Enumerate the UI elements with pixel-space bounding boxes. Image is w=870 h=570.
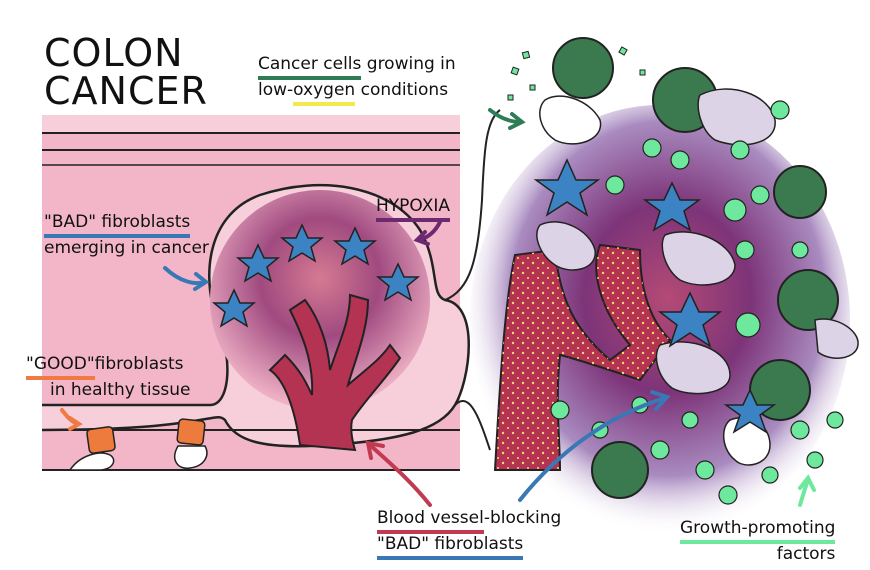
- growth-factor-icon: [770, 100, 790, 120]
- hypoxia-zone: [210, 190, 430, 410]
- star-icon: [642, 181, 702, 232]
- star-icon: [375, 262, 421, 302]
- arrow-icon: [518, 396, 667, 502]
- label-bad-term: "BAD" fibroblasts: [44, 212, 191, 238]
- label-growth-factors: Growth-promoting factors: [680, 518, 836, 565]
- growth-factor-icon: [826, 411, 844, 429]
- cancer-cell-icon: [591, 441, 649, 499]
- arrow-icon: [68, 416, 83, 431]
- growth-factor-icon: [718, 485, 738, 505]
- bad-fibroblast-stars: [211, 223, 421, 328]
- label-growth-term: Growth-promoting: [680, 518, 836, 544]
- star-icon: [657, 291, 723, 348]
- label-blood-vessel: Blood vessel-blocking "BAD" fibroblasts: [377, 508, 561, 560]
- growth-factor-icon: [642, 138, 662, 158]
- bad-fibroblast-stars-zoom: [533, 158, 777, 434]
- label-oxygen-term: oxygen: [293, 80, 356, 106]
- label-cancer-cells: Cancer cells growing in low-oxygen condi…: [258, 54, 456, 106]
- growth-factor-icon: [550, 400, 570, 420]
- label-good-fibroblasts: "GOOD"fibroblasts in healthy tissue: [26, 354, 191, 401]
- growth-factor-icon: [730, 140, 750, 160]
- label-bad-term-2: "BAD" fibroblasts: [377, 534, 524, 560]
- growth-factor-icon: [761, 466, 779, 484]
- cancer-cell-icon: [777, 269, 839, 331]
- arrow-icon: [650, 390, 671, 411]
- label-vessel-term: Blood vessel: [377, 508, 484, 534]
- good-fibroblast-icon: [176, 418, 206, 446]
- good-fibroblasts: [68, 418, 208, 471]
- star-icon: [533, 158, 601, 217]
- arrow-icon: [365, 440, 385, 460]
- label-text: emerging in cancer: [44, 238, 209, 258]
- star-icon: [279, 223, 325, 263]
- star-icon: [723, 388, 777, 434]
- arrow-icon: [488, 108, 522, 124]
- growth-factor-icon: [650, 440, 670, 460]
- arrows: [60, 108, 816, 507]
- tumor-microenvironment: [470, 37, 859, 535]
- label-text: conditions: [355, 80, 449, 100]
- zoom-connector: [444, 109, 501, 301]
- arrow-icon: [508, 112, 526, 130]
- good-fibroblast-icon: [86, 426, 116, 454]
- growth-factor-icon: [735, 312, 761, 338]
- cell-fragments: [507, 46, 646, 101]
- cancer-cell-icon: [552, 37, 614, 99]
- label-text: in healthy tissue: [50, 380, 191, 400]
- label-cancer-cells-term: Cancer cells: [258, 54, 362, 80]
- growth-factor-icon: [605, 175, 625, 195]
- arrow-icon: [193, 272, 210, 291]
- growth-factor-icon: [791, 241, 809, 259]
- blood-vessel: [268, 293, 402, 452]
- label-text: factors: [776, 544, 836, 564]
- star-icon: [235, 243, 281, 283]
- cancer-cells: [552, 37, 839, 499]
- growth-factor-icon: [735, 240, 755, 260]
- star-icon: [332, 226, 378, 266]
- page-title: COLON CANCER: [44, 34, 208, 110]
- fibroblast-bodies: [536, 88, 859, 466]
- arrow-icon: [798, 474, 816, 492]
- arrow-icon: [413, 230, 430, 246]
- star-icon: [211, 288, 257, 328]
- growth-factor-icon: [723, 198, 747, 222]
- title-line-1: COLON: [44, 31, 184, 75]
- growth-factor-icon: [806, 451, 824, 469]
- growth-factor-icon: [750, 185, 770, 205]
- label-text: -blocking: [483, 508, 562, 528]
- label-text: fibroblasts: [94, 354, 184, 374]
- growth-factor-icon: [790, 420, 810, 440]
- label-bad-fibroblasts: "BAD" fibroblasts emerging in cancer: [44, 212, 209, 259]
- zoom-connector: [454, 400, 491, 451]
- label-hypoxia-term: HYPOXIA: [376, 196, 451, 222]
- cancer-cell-icon: [773, 165, 827, 219]
- label-text: low-: [258, 80, 294, 100]
- arrow-icon: [368, 443, 432, 507]
- label-hypoxia: HYPOXIA: [376, 196, 451, 222]
- growth-factor-icon: [670, 150, 690, 170]
- label-good-term: "GOOD": [26, 354, 95, 380]
- title-line-2: CANCER: [44, 69, 208, 113]
- label-text: growing in: [361, 54, 456, 74]
- growth-factor-icon: [681, 411, 699, 429]
- growth-factor-icon: [695, 460, 715, 480]
